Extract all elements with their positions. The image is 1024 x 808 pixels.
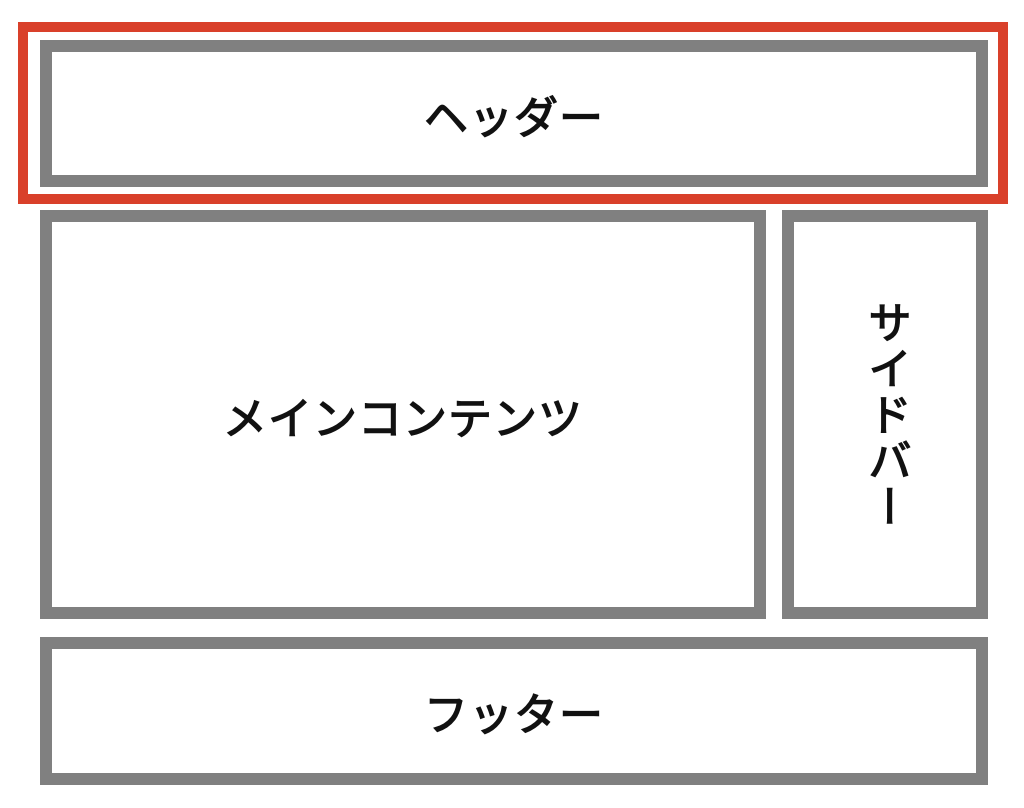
sidebar-region: サイドバー: [782, 210, 988, 619]
sidebar-label: サイドバー: [860, 299, 911, 530]
main-content-region: メインコンテンツ: [40, 210, 766, 619]
main-content-label: メインコンテンツ: [223, 393, 583, 445]
header-highlight-frame: [18, 22, 1008, 204]
footer-region: フッター: [40, 637, 988, 785]
header-region: ヘッダー: [40, 40, 988, 187]
header-label: ヘッダー: [424, 92, 604, 144]
footer-label: フッター: [424, 690, 604, 741]
